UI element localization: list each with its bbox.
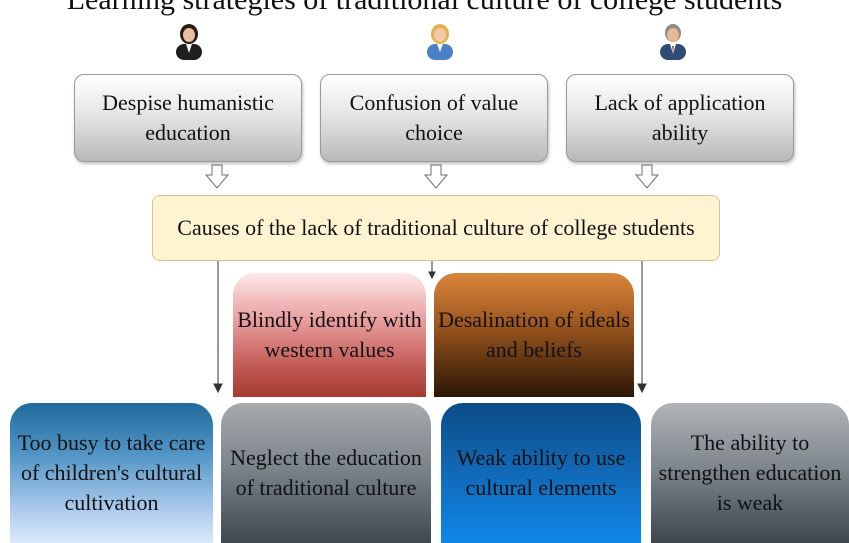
neglect-education-box: Neglect the education of traditional cul… [221, 403, 431, 543]
causes-box: Causes of the lack of traditional cultur… [152, 195, 720, 261]
box-label: Confusion of value choice [349, 90, 519, 145]
weak-ability-box: Weak ability to use cultural elements [441, 403, 641, 543]
arrowhead-icon [637, 383, 647, 394]
male-person-icon [660, 24, 686, 60]
box-label: Weak ability to use cultural elements [456, 445, 626, 500]
hollow-arrow-down-icon [204, 164, 230, 189]
arrowhead-icon [428, 271, 436, 280]
female-person-icon [176, 24, 202, 60]
box-label: Desalination of ideals and beliefs [438, 307, 630, 362]
despise-humanistic-education-box: Despise humanistic education [74, 74, 302, 162]
too-busy-box: Too busy to take care of children's cult… [10, 403, 213, 543]
female-person-icon [427, 24, 453, 60]
box-label: Lack of application ability [594, 90, 766, 145]
box-label: Neglect the education of traditional cul… [230, 445, 422, 500]
hollow-arrow-down-icon [634, 164, 660, 189]
diagram-title: Learning strategies of traditional cultu… [0, 0, 849, 20]
box-label: Despise humanistic education [102, 90, 274, 145]
confusion-of-value-choice-box: Confusion of value choice [320, 74, 548, 162]
arrowhead-icon [213, 383, 223, 394]
box-label: Blindly identify with western values [237, 307, 422, 362]
causes-label: Causes of the lack of traditional cultur… [177, 215, 695, 240]
desalination-box: Desalination of ideals and beliefs [434, 273, 634, 397]
box-label: Too busy to take care of children's cult… [17, 430, 206, 515]
lack-of-application-ability-box: Lack of application ability [566, 74, 794, 162]
strengthen-education-box: The ability to strengthen education is w… [651, 403, 849, 543]
box-label: The ability to strengthen education is w… [658, 430, 842, 515]
hollow-arrow-down-icon [423, 164, 449, 189]
western-values-box: Blindly identify with western values [233, 273, 426, 397]
